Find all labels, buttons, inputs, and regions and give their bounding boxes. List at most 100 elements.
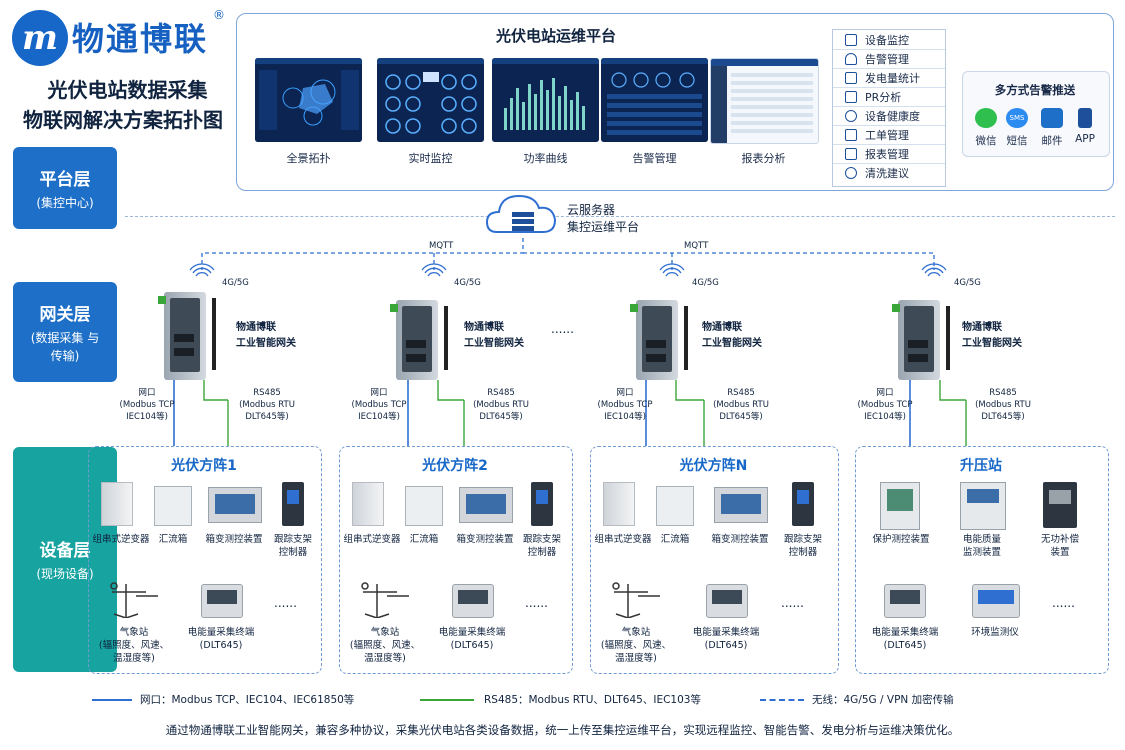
screen-topology-thumbnail[interactable] (255, 58, 362, 142)
layer-name: 平台层 (39, 169, 91, 190)
menu-item-alarm[interactable]: 告警管理 (833, 49, 945, 69)
device-label: 电能质量监测装置 (950, 533, 1014, 559)
port-label-line: IEC104等) (126, 412, 168, 422)
screen-alarm-thumbnail[interactable] (601, 58, 708, 142)
device-label-line: 气象站 (370, 627, 400, 638)
bell-icon (845, 52, 857, 65)
device-label: 气象站(辐照度、风速、温湿度等) (349, 626, 421, 665)
screen-power-curve-thumbnail[interactable] (492, 58, 599, 142)
protection-controller-icon (880, 482, 920, 530)
menu-item-generation[interactable]: 发电量统计 (833, 68, 945, 88)
device-label: 电能量采集终端(DLT645) (681, 626, 771, 652)
gateway-device-2[interactable] (390, 300, 438, 380)
inverter-icon (352, 482, 384, 526)
phone-app-icon[interactable] (1078, 108, 1092, 128)
screen-monitor-thumbnail[interactable] (377, 58, 484, 142)
menu-item-pr[interactable]: PR分析 (833, 87, 945, 107)
bar-chart-icon (845, 71, 857, 84)
group-array-1 (88, 446, 322, 674)
port-label-line: RS485 (487, 388, 515, 398)
shield-icon (845, 109, 857, 122)
net-label: 4G/5G (454, 278, 481, 288)
device-label-line: (DLT645) (199, 640, 243, 651)
gateway-device-n[interactable] (630, 300, 678, 380)
device-label: 箱变测控装置 (456, 534, 514, 545)
menu-item-cleaning[interactable]: 清洗建议 (833, 163, 945, 182)
port-label-line: DLT645等) (245, 412, 289, 422)
layer-device: 设备层 (现场设备) (13, 447, 117, 672)
device-label: 电能量采集终端(DLT645) (176, 626, 266, 652)
menu-item-label: 工单管理 (865, 128, 909, 142)
tracker-controller-icon (282, 482, 304, 526)
port-label-line: RS485 (727, 388, 755, 398)
gateway-name-line1: 物通博联 (962, 322, 1002, 333)
net-label: 4G/5G (692, 278, 719, 288)
gateway-device-substation[interactable] (892, 300, 940, 380)
device-label: 保护测控装置 (872, 534, 930, 545)
device-ellipsis: ...... (525, 596, 548, 610)
wechat-icon[interactable] (975, 108, 997, 128)
group-substation (855, 446, 1109, 674)
gateway-name: 物通博联工业智能网关 (464, 320, 524, 352)
legend-wireless: 无线：4G/5G / VPN 加密传输 (812, 694, 954, 706)
layer-name: 网关层 (39, 304, 91, 325)
port-label-line: 网口 (138, 388, 156, 398)
port-label-line: (Modbus TCP (351, 400, 407, 410)
sms-icon[interactable]: SMS (1006, 108, 1028, 128)
gateway-name-line1: 物通博联 (702, 322, 742, 333)
legend-rs485: RS485：Modbus RTU、DLT645、IEC103等 (484, 694, 701, 706)
transformer-controller-icon (714, 487, 768, 523)
transformer-controller-icon (459, 487, 513, 523)
push-channel-label: 短信 (1006, 135, 1028, 147)
mail-icon[interactable] (1041, 108, 1063, 128)
platform-title: 光伏电站运维平台 (495, 27, 616, 45)
port-label-line: (Modbus RTU (975, 400, 1031, 410)
reactive-compensation-icon (1043, 482, 1077, 528)
screen-caption: 告警管理 (632, 152, 677, 165)
cloud-server-label: 云服务器 集控运维平台 (567, 202, 639, 236)
port-label-line: 网口 (876, 388, 894, 398)
push-channel-label: APP (1075, 133, 1095, 145)
antenna-icon (946, 306, 950, 370)
menu-item-report[interactable]: 报表管理 (833, 144, 945, 164)
group-title: 光伏方阵N (679, 458, 748, 474)
alarm-push-title: 多方式告警推送 (994, 83, 1076, 97)
cloud-label-line1: 云服务器 (567, 203, 616, 217)
device-label: 汇流箱 (660, 534, 690, 545)
device-label-line: 温湿度等) (113, 653, 155, 664)
device-label: 组串式逆变器 (92, 534, 150, 545)
group-array-n (590, 446, 839, 674)
port-label-line: (Modbus TCP (119, 400, 175, 410)
menu-item-label: PR分析 (865, 90, 902, 104)
menu-item-device-monitor[interactable]: 设备监控 (833, 30, 945, 50)
layer-sub: (数据采集 与传输) (30, 330, 100, 363)
device-label: 箱变测控装置 (711, 534, 769, 545)
inverter-icon (603, 482, 635, 526)
transformer-controller-icon (208, 487, 262, 523)
group-array-2 (339, 446, 573, 674)
device-label-line: 控制器 (278, 547, 308, 558)
gateway-device-1[interactable] (158, 292, 206, 380)
push-channel-label: 邮件 (1041, 135, 1063, 147)
gateway-name-line2: 工业智能网关 (464, 338, 524, 349)
device-label: 无功补偿装置 (1032, 533, 1088, 559)
device-label-line: 跟踪支架 (522, 534, 561, 545)
device-label-line: 电能量采集终端 (871, 627, 939, 638)
port-label-line: DLT645等) (719, 412, 763, 422)
device-label: 电能量采集终端(DLT645) (427, 626, 517, 652)
port-net-label: 网口 (Modbus TCP IEC104等) (112, 387, 182, 423)
port-label-line: (Modbus TCP (857, 400, 913, 410)
screen-report-thumbnail[interactable] (710, 58, 819, 144)
menu-item-health[interactable]: 设备健康度 (833, 106, 945, 126)
device-label-line: 跟踪支架 (273, 534, 312, 545)
line-chart-icon (845, 90, 857, 103)
device-label-line: 电能质量 (962, 534, 1001, 545)
legend-rs485-line (420, 699, 474, 701)
menu-item-workorder[interactable]: 工单管理 (833, 125, 945, 145)
energy-meter-icon (452, 584, 494, 618)
